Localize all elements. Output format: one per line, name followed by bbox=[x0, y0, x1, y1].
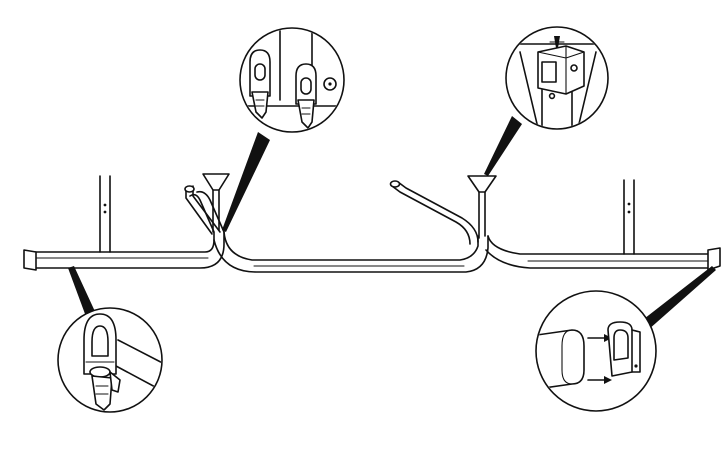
twin-tube-right-a bbox=[391, 185, 471, 245]
center-tube-lower-edge bbox=[213, 235, 489, 273]
center-tube-upper-edge bbox=[223, 231, 479, 261]
twin-tube-left-a bbox=[185, 189, 213, 235]
right-funnel bbox=[467, 175, 497, 193]
twin-tube-left-mouth bbox=[184, 185, 195, 193]
twin-tube-right-b bbox=[397, 181, 479, 243]
pointer-bottom-right bbox=[640, 266, 716, 330]
right-tube-lower-edge bbox=[485, 249, 713, 269]
left-end-cap bbox=[23, 249, 37, 271]
right-end-cap bbox=[707, 247, 721, 271]
main-tube-frame bbox=[23, 173, 721, 273]
bottom-right-detail bbox=[535, 290, 657, 412]
twin-tube-right-mouth bbox=[389, 180, 401, 188]
right-funnel-stem bbox=[478, 191, 486, 239]
left-funnel bbox=[202, 173, 230, 191]
right-post bbox=[623, 179, 635, 255]
left-post bbox=[99, 175, 111, 253]
pointer-top-right bbox=[484, 116, 522, 176]
right-tube-upper-edge bbox=[487, 235, 713, 255]
left-tube-lower-edge bbox=[29, 190, 225, 269]
pointer-top-left bbox=[222, 132, 270, 232]
top-left-detail bbox=[239, 27, 345, 133]
callout-pointers bbox=[68, 116, 716, 330]
bottom-left-detail bbox=[57, 307, 163, 413]
top-right-detail bbox=[505, 26, 609, 130]
left-funnel-stem bbox=[212, 189, 220, 233]
pointer-bottom-left bbox=[68, 266, 98, 322]
left-tube-upper-edge bbox=[29, 193, 215, 253]
